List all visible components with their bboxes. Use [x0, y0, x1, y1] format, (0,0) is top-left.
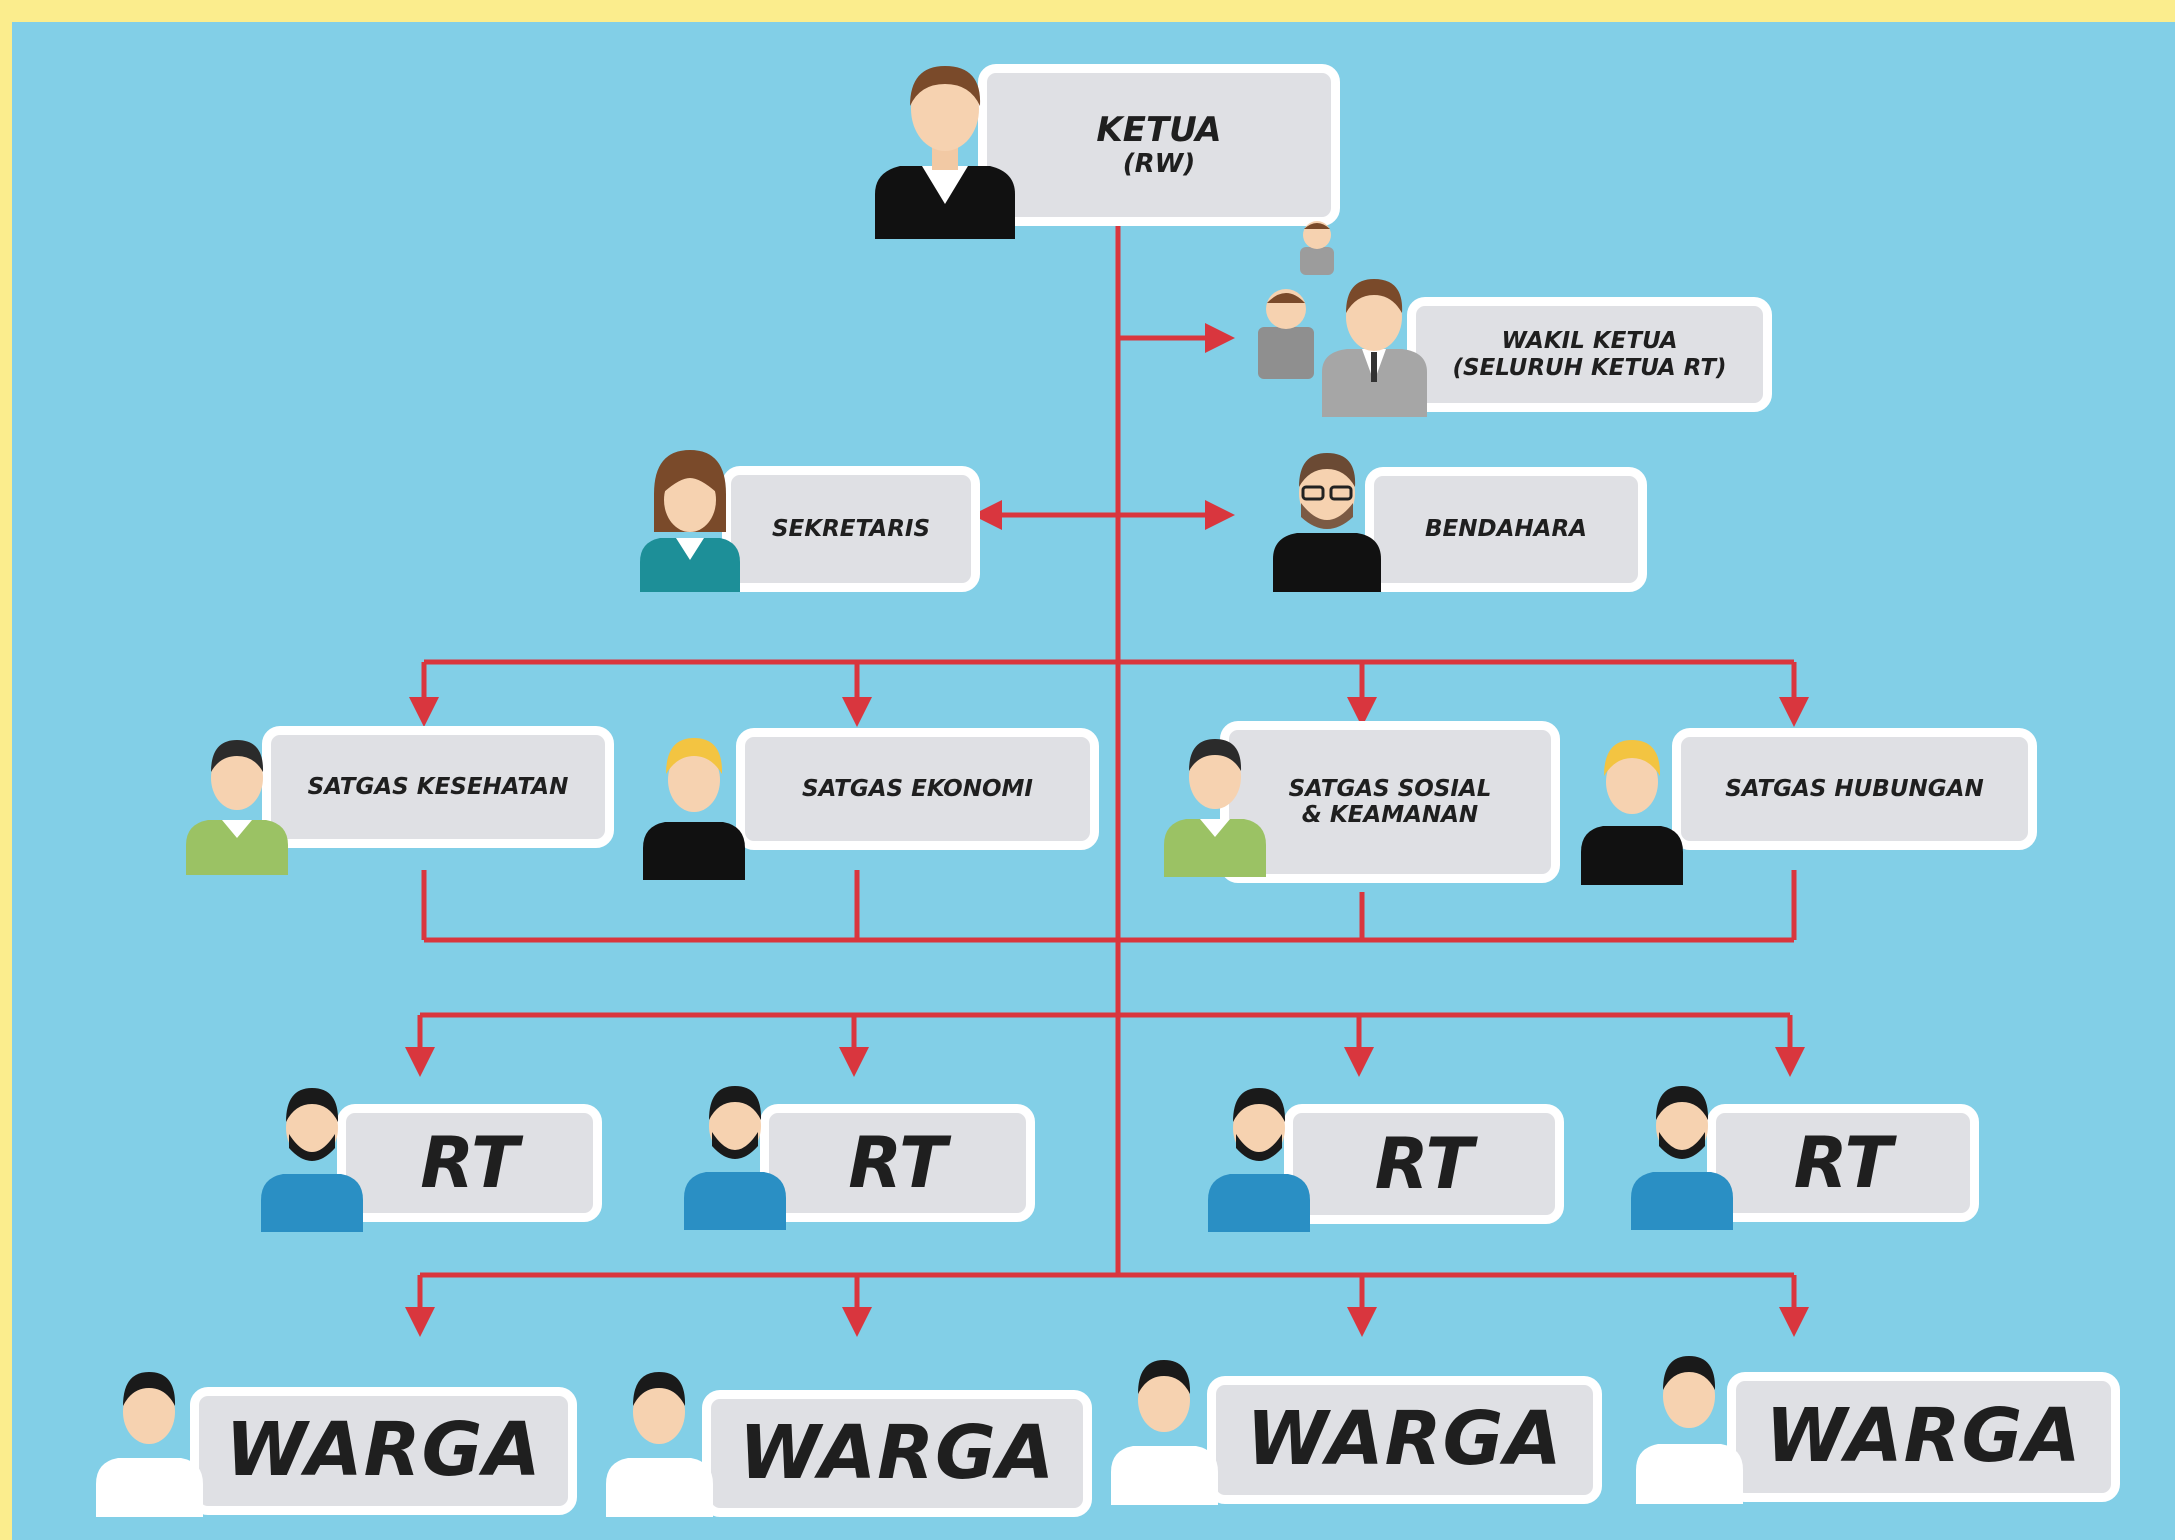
satgas-2-title: SATGAS EKONOMI — [802, 775, 1033, 802]
rt-1-title: RT — [420, 1121, 519, 1204]
node-warga-4: WARGA — [1632, 1334, 2120, 1506]
bearded-man-blue-shirt-icon — [1208, 1088, 1310, 1232]
man-white-shirt-icon — [96, 1372, 203, 1517]
node-rt-2: RT — [680, 1060, 1035, 1232]
node-satgas-kesehatan: SATGAS KESEHATAN — [182, 720, 614, 875]
warga-1-title: WARGA — [225, 1407, 542, 1494]
group-of-men-grey-suits-icon — [1258, 221, 1427, 417]
ketua-subtitle: (RW) — [1122, 148, 1196, 179]
warga-4-title: WARGA — [1765, 1393, 2082, 1480]
node-satgas-sosial: SATGAS SOSIAL & KEAMANAN — [1160, 717, 1560, 917]
rt-3-title: RT — [1374, 1122, 1474, 1205]
node-rt-3: RT — [1204, 1062, 1564, 1234]
man-blonde-black-shirt-icon — [643, 738, 745, 880]
bearded-man-blue-shirt-icon — [684, 1086, 786, 1230]
node-rt-4: RT — [1627, 1060, 1979, 1232]
warga-2-title: WARGA — [738, 1409, 1056, 1496]
satgas-3-subtitle: & KEAMANAN — [1301, 802, 1479, 828]
man-brown-hair-black-suit-icon — [875, 66, 1015, 239]
ketua-title: KETUA — [1096, 109, 1222, 150]
node-warga-1: WARGA — [92, 1352, 577, 1517]
man-white-shirt-icon — [1111, 1360, 1218, 1505]
node-bendahara: BENDAHARA — [1267, 437, 1647, 592]
org-chart: KETUA (RW) WAKIL KETUA (SELURUH KETUA RT… — [12, 22, 2175, 1540]
man-white-shirt-icon — [1636, 1356, 1743, 1504]
bendahara-title: BENDAHARA — [1425, 516, 1587, 543]
bearded-man-blue-shirt-icon — [261, 1088, 363, 1232]
node-warga-2: WARGA — [602, 1352, 1092, 1517]
wakil-subtitle: (SELURUH KETUA RT) — [1452, 354, 1727, 381]
node-rt-1: RT — [257, 1062, 602, 1232]
satgas-1-title: SATGAS KESEHATAN — [307, 773, 569, 800]
node-satgas-hubungan: SATGAS HUBUNGAN — [1577, 720, 2037, 885]
node-sekretaris: SEKRETARIS — [630, 442, 980, 592]
satgas-4-title: SATGAS HUBUNGAN — [1725, 775, 1984, 802]
rt-2-title: RT — [848, 1121, 947, 1204]
sekretaris-title: SEKRETARIS — [771, 515, 931, 542]
bearded-man-blue-shirt-icon — [1631, 1086, 1733, 1230]
node-wakil-ketua: WAKIL KETUA (SELURUH KETUA RT) — [1252, 217, 1782, 417]
node-warga-3: WARGA — [1107, 1340, 1602, 1508]
connector-lines — [405, 225, 1809, 1337]
rt-4-title: RT — [1793, 1121, 1893, 1204]
woman-teal-shirt-icon — [640, 450, 740, 592]
satgas-3-title: SATGAS SOSIAL — [1288, 775, 1492, 802]
node-satgas-ekonomi: SATGAS EKONOMI — [639, 720, 1099, 880]
man-glasses-black-shirt-icon — [1273, 453, 1381, 592]
man-blonde-black-shirt-icon — [1581, 740, 1683, 885]
warga-3-title: WARGA — [1246, 1396, 1563, 1483]
node-ketua: KETUA (RW) — [870, 54, 1340, 239]
man-green-shirt-icon — [1164, 739, 1266, 877]
wakil-title: WAKIL KETUA — [1501, 328, 1678, 355]
man-white-shirt-icon — [606, 1372, 713, 1517]
man-green-shirt-icon — [186, 740, 288, 875]
